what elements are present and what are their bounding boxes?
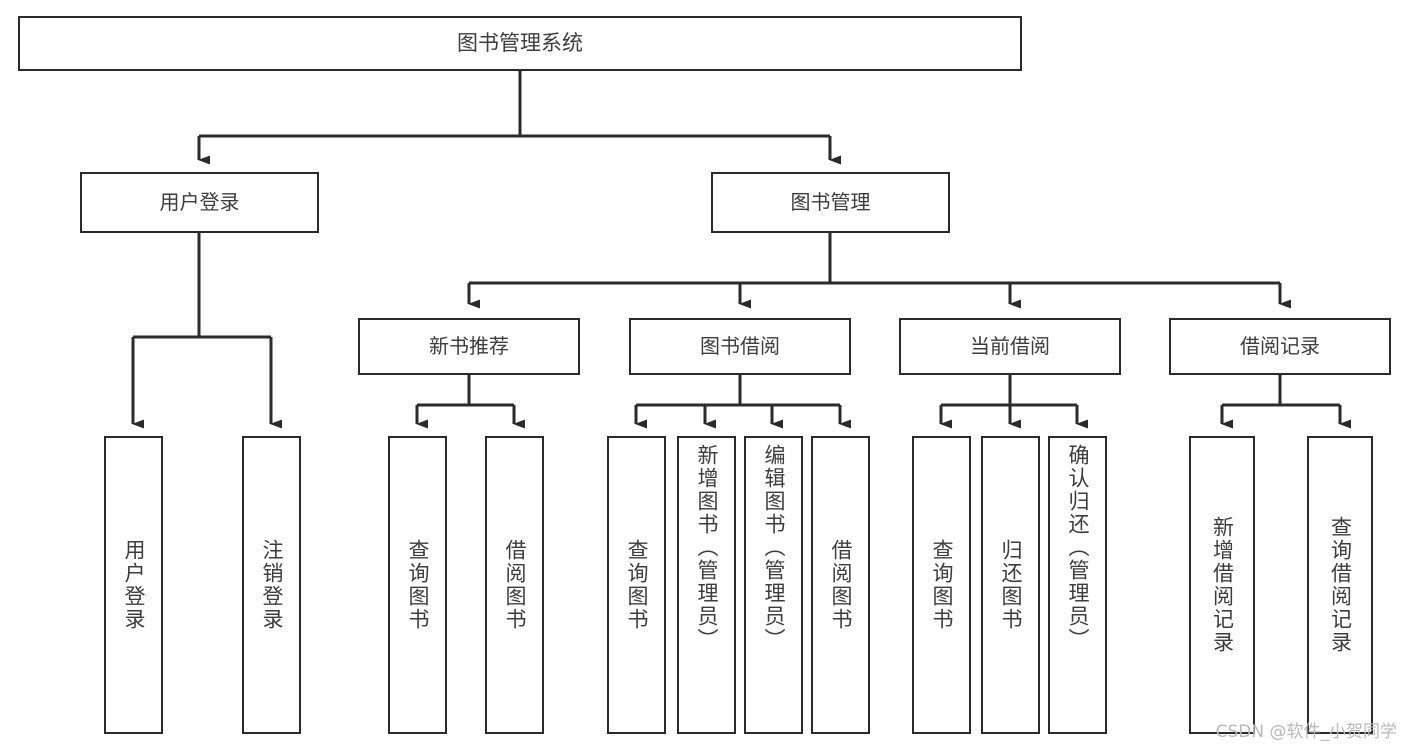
node-book-borrow-label: 图书借阅 (700, 334, 780, 359)
node-root[interactable]: 图书管理系统 (18, 16, 1022, 71)
node-leaf-borrow-book-1-label: 借阅图书 (503, 539, 527, 631)
node-leaf-borrow-book-2[interactable]: 借阅图书 (811, 436, 870, 734)
node-leaf-edit-book-label: 编辑图书（管理员） (762, 444, 786, 651)
csdn-watermark: CSDN @软件_小贺同学 (1215, 722, 1397, 742)
node-book-manage[interactable]: 图书管理 (711, 172, 950, 233)
node-new-book-rec[interactable]: 新书推荐 (358, 318, 580, 375)
node-leaf-add-book-label: 新增图书（管理员） (695, 444, 719, 651)
node-user-login[interactable]: 用户登录 (80, 172, 319, 233)
node-current-borrow[interactable]: 当前借阅 (899, 318, 1121, 375)
node-leaf-query-book-2[interactable]: 查询图书 (607, 436, 666, 734)
node-leaf-add-record[interactable]: 新增借阅记录 (1189, 436, 1255, 734)
node-book-manage-label: 图书管理 (790, 190, 871, 215)
node-leaf-user-login-label: 用户登录 (122, 539, 146, 631)
node-leaf-query-record[interactable]: 查询借阅记录 (1307, 436, 1373, 734)
node-root-label: 图书管理系统 (457, 30, 583, 55)
node-leaf-query-book-3-label: 查询图书 (930, 539, 954, 631)
node-leaf-logout-login-label: 注销登录 (260, 539, 284, 631)
node-book-borrow[interactable]: 图书借阅 (629, 318, 851, 375)
node-leaf-query-book-2-label: 查询图书 (625, 539, 649, 631)
node-user-login-label: 用户登录 (159, 190, 240, 215)
node-leaf-add-book[interactable]: 新增图书（管理员） (677, 436, 736, 734)
node-leaf-query-record-label: 查询借阅记录 (1328, 516, 1353, 654)
node-borrow-record-label: 借阅记录 (1240, 334, 1320, 359)
node-borrow-record[interactable]: 借阅记录 (1169, 318, 1391, 375)
node-leaf-return-book-label: 归还图书 (999, 539, 1023, 631)
node-leaf-edit-book[interactable]: 编辑图书（管理员） (744, 436, 803, 734)
node-leaf-query-book-3[interactable]: 查询图书 (912, 436, 971, 734)
node-leaf-user-login[interactable]: 用户登录 (104, 436, 163, 734)
node-leaf-logout-login[interactable]: 注销登录 (242, 436, 301, 734)
node-leaf-confirm-return[interactable]: 确认归还（管理员） (1048, 436, 1107, 734)
node-leaf-confirm-return-label: 确认归还（管理员） (1066, 444, 1090, 651)
node-leaf-borrow-book-2-label: 借阅图书 (829, 539, 853, 631)
node-leaf-borrow-book-1[interactable]: 借阅图书 (485, 436, 544, 734)
node-leaf-add-record-label: 新增借阅记录 (1210, 516, 1235, 654)
node-leaf-query-book-1-label: 查询图书 (406, 539, 430, 631)
node-current-borrow-label: 当前借阅 (970, 334, 1050, 359)
node-leaf-return-book[interactable]: 归还图书 (981, 436, 1040, 734)
node-new-book-rec-label: 新书推荐 (429, 334, 509, 359)
node-leaf-query-book-1[interactable]: 查询图书 (388, 436, 447, 734)
